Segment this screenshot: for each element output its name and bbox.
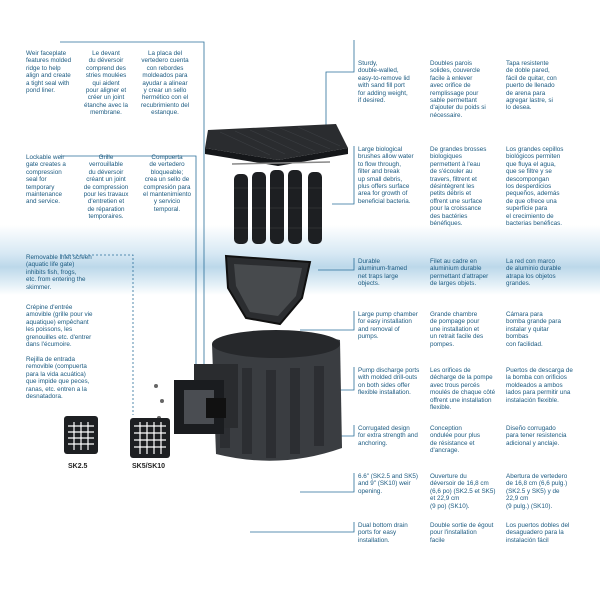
weir-opening-fr: Ouverture du déversoir de 16,8 cm (6,6 p…	[430, 473, 496, 510]
skimmer-body-icon	[174, 330, 342, 461]
discharge-ports-fr: Les orifices de décharge de la pompe ave…	[430, 367, 496, 412]
brushes-es: Los grandes cepillos biológicos permiten…	[506, 146, 564, 228]
bio-brushes-icon	[231, 161, 331, 244]
discharge-ports-en: Pump discharge ports with molded drill-o…	[358, 367, 420, 397]
weir-gate-es: Compuerta de vertedero bloqueable; crea …	[143, 154, 191, 213]
skimmer-illustration	[154, 124, 348, 461]
weir-gate-fr: Grille verrouillable du déversoir créant…	[83, 154, 129, 221]
corrugated-es: Diseño corrugado para tener resistencia …	[506, 425, 567, 447]
drain-ports-fr: Double sortie de égout pour l'installati…	[430, 522, 494, 544]
drain-ports-en: Dual bottom drain ports for easy install…	[358, 522, 408, 544]
weir-faceplate-es: La placa del vertedero cuenta con rebord…	[140, 50, 190, 117]
weir-opening-en: 6.6" (SK2.5 and SK5) and 9" (SK10) weir …	[358, 473, 418, 495]
net-icon	[224, 254, 312, 326]
weir-opening-es: Abertura de vertedero de 16,8 cm (6,6 pu…	[506, 473, 568, 510]
net-es: La red con marco de aluminio durable atr…	[506, 258, 561, 288]
pump-chamber-es: Cámara para bomba grande para instalar y…	[506, 311, 561, 348]
discharge-ports-es: Puertos de descarga de la bomba con orif…	[506, 367, 573, 404]
label-sk510: SK5/SK10	[132, 463, 166, 470]
inlet-screen-sk25-icon	[64, 416, 98, 454]
drain-ports-es: Los puertos dobles del desaguadero para …	[506, 522, 570, 544]
lid-en: Sturdy, double-walled, easy-to-remove li…	[358, 60, 410, 105]
net-en: Durable aluminum-framed net traps large …	[358, 258, 407, 288]
corrugated-en: Corrugated design for extra strength and…	[358, 425, 418, 447]
pump-chamber-fr: Grande chambre de pompage pour une insta…	[430, 311, 484, 348]
lid-icon	[205, 124, 348, 166]
weir-faceplate-en: Weir faceplate features molded ridge to …	[26, 50, 72, 95]
net-fr: Filet au cadre en aluminium durable perm…	[430, 258, 489, 288]
inlet-screen-fr: Crépine d'entrée amovible (grille pour v…	[26, 304, 93, 349]
corrugated-fr: Conception ondulée pour plus de résistan…	[430, 425, 481, 455]
inlet-screen-sk510-icon	[130, 418, 170, 458]
weir-faceplate-fr: Le devant du déversoir comprend des stri…	[83, 50, 129, 117]
brushes-fr: De grandes brosses biologiques permetten…	[430, 146, 487, 228]
inlet-screen-es: Rejilla de entrada removible (compuerta …	[26, 356, 90, 401]
inlet-screen-en: Removable inlet screen (aquatic life gat…	[26, 254, 92, 291]
brushes-en: Large biological brushes allow water to …	[358, 146, 414, 205]
pump-chamber-en: Large pump chamber for easy installation…	[358, 311, 418, 341]
lid-es: Tapa resistente de doble pared, fácil de…	[506, 60, 557, 112]
label-sk25: SK2.5	[68, 463, 88, 470]
weir-gate-en: Lockable weir gate creates a compression…	[26, 154, 66, 206]
lid-fr: Doubles parois solides, couvercle facile…	[430, 60, 486, 119]
